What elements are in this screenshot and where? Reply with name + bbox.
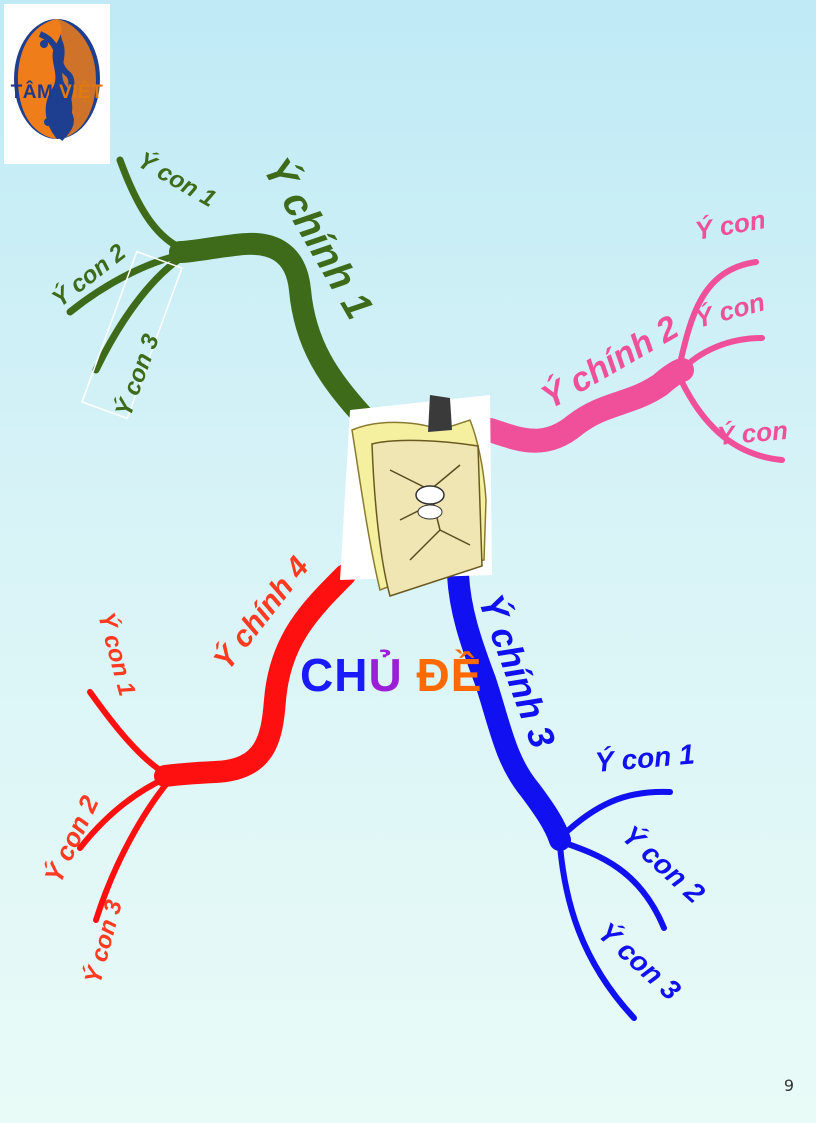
globe-logo-icon	[14, 19, 100, 141]
branch-1-trunk	[169, 232, 373, 426]
branch-4-sub-1: Ý con 1	[92, 609, 141, 699]
central-topic-title: CHỦ ĐỀ	[300, 648, 482, 702]
branch-2-stem-2	[677, 335, 765, 375]
branch-4-sub-2: Ý con 2	[38, 791, 104, 888]
branch-2-stem-3	[677, 375, 785, 463]
page-number: 9	[783, 1076, 794, 1095]
branch-1-stem-1	[116, 156, 189, 254]
branch-1-sub-1: Ý con 1	[133, 146, 221, 213]
branch-3-stem-3	[557, 843, 637, 1021]
central-image	[340, 395, 492, 597]
logo: TÂM VIỆT	[4, 4, 110, 164]
logo-word-1: TÂM	[10, 82, 54, 103]
branch-4-sub-3: Ý con 3	[79, 896, 128, 986]
branch-3-stem-2	[559, 839, 667, 931]
branch-1-frame	[81, 250, 183, 420]
title-part-1: CH	[300, 649, 369, 701]
branch-3	[447, 564, 673, 1021]
title-part-2: Ủ	[368, 649, 403, 701]
logo-word-2: VIỆT	[59, 82, 104, 103]
branch-2-trunk	[478, 358, 694, 453]
logo-text: TÂM VIỆT	[6, 82, 108, 104]
branch-2-sub-1: Ý con	[693, 204, 768, 246]
branch-3-trunk	[447, 564, 571, 851]
branch-4-trunk	[154, 564, 356, 787]
branch-1-sub-3: Ý con 3	[109, 330, 165, 420]
branch-3-stem-1	[559, 788, 673, 839]
branch-2-sub-3: Ý con	[716, 415, 789, 451]
branch-4-stem-2	[77, 775, 169, 851]
branch-3-sub-2: Ý con 2	[616, 819, 711, 909]
branch-4-stem-1	[87, 689, 171, 778]
title-part-3: ĐỀ	[416, 649, 483, 701]
branch-2	[478, 259, 785, 463]
branch-4	[77, 564, 356, 923]
branch-3-sub-3: Ý con 3	[592, 916, 687, 1006]
branch-3-sub-1: Ý con 1	[594, 738, 696, 778]
branch-1-stem-3	[92, 256, 182, 374]
branch-2-stem-1	[675, 259, 759, 375]
branch-4-stem-3	[93, 779, 171, 923]
